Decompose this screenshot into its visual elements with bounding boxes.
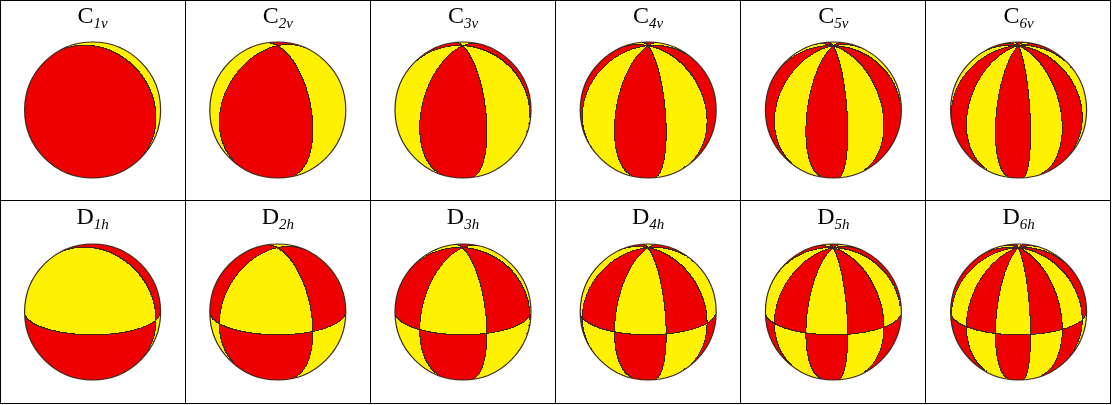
group-label: D2h — [262, 204, 294, 232]
group-label: D1h — [76, 204, 108, 232]
column-divider — [555, 0, 556, 404]
group-label: D6h — [1002, 204, 1034, 232]
group-label: C2v — [263, 3, 293, 31]
group-label: C4v — [633, 3, 663, 31]
group-label: C5v — [818, 3, 848, 31]
column-divider — [740, 0, 741, 404]
group-label: C6v — [1004, 3, 1034, 31]
group-label: D3h — [447, 204, 479, 232]
column-divider — [925, 0, 926, 404]
column-divider — [185, 0, 186, 404]
group-label: D4h — [632, 204, 664, 232]
group-label: D5h — [817, 204, 849, 232]
group-label: C1v — [78, 3, 108, 31]
group-label: C3v — [448, 3, 478, 31]
column-divider — [370, 0, 371, 404]
